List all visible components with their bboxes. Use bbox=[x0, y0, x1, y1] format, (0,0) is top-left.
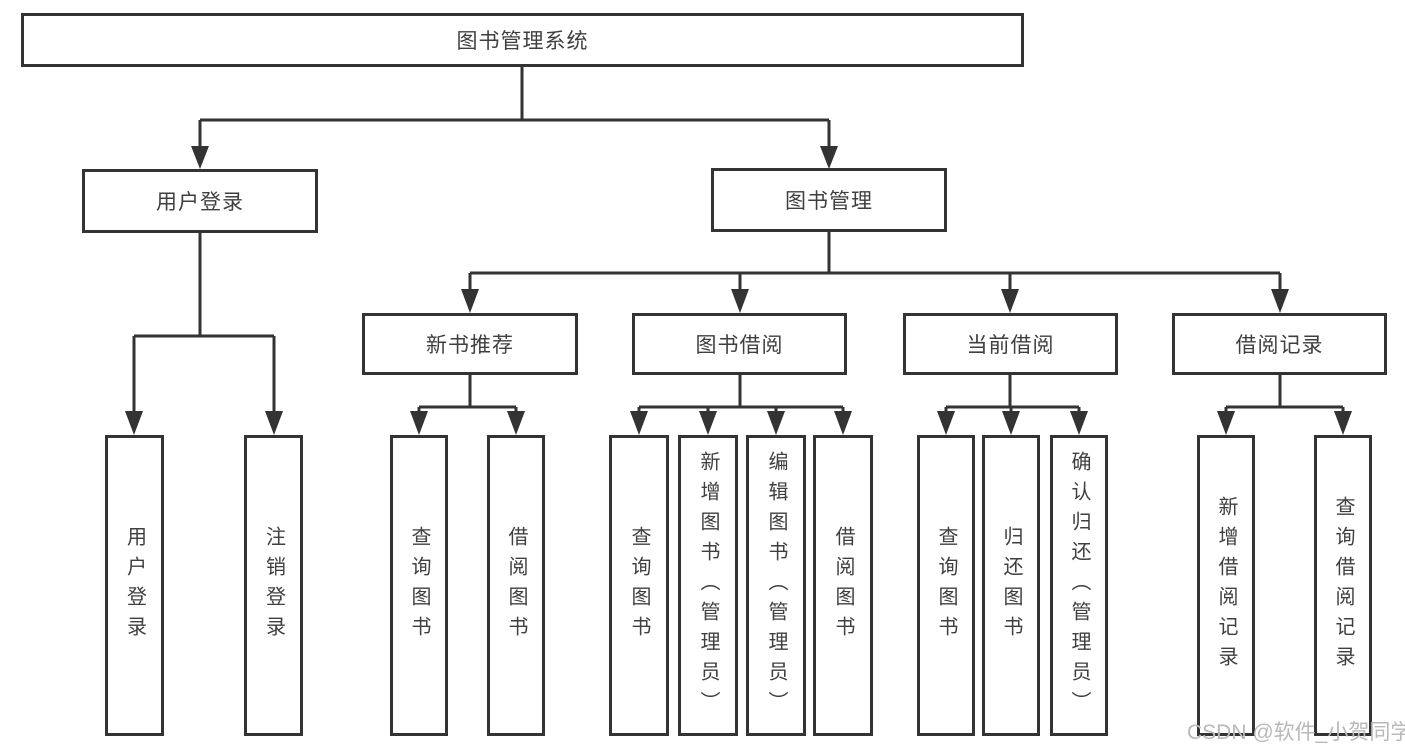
node-user-login: 用户登录 bbox=[82, 169, 318, 233]
node-label: 注销登录 bbox=[262, 525, 285, 646]
node-new-book-recommend: 新书推荐 bbox=[362, 313, 578, 375]
node-label: 查询借阅记录 bbox=[1332, 495, 1354, 676]
leaf-query-books-recommend: 查询图书 bbox=[390, 435, 448, 736]
leaf-logout: 注销登录 bbox=[244, 435, 303, 736]
arrowheads bbox=[125, 146, 1352, 435]
node-label: 编辑图书（管理员） bbox=[765, 450, 787, 721]
csdn-watermark: CSDN @软件_小贺同学 bbox=[1187, 721, 1405, 744]
leaf-user-login: 用户登录 bbox=[105, 435, 164, 736]
leaf-add-books-admin: 新增图书（管理员） bbox=[678, 435, 738, 736]
node-label: 图书管理系统 bbox=[456, 30, 589, 53]
node-label: 新书推荐 bbox=[426, 334, 514, 357]
node-label: 图书管理 bbox=[785, 190, 873, 213]
node-book-borrowing: 图书借阅 bbox=[632, 313, 847, 375]
node-root-system: 图书管理系统 bbox=[21, 13, 1024, 67]
node-label: 图书借阅 bbox=[695, 334, 784, 357]
leaf-query-books-current: 查询图书 bbox=[917, 435, 975, 736]
node-current-borrowing: 当前借阅 bbox=[903, 313, 1118, 375]
node-borrowing-records: 借阅记录 bbox=[1172, 313, 1387, 375]
node-label: 查询图书 bbox=[935, 525, 957, 646]
node-label: 借阅图书 bbox=[832, 525, 854, 646]
node-label: 借阅记录 bbox=[1235, 334, 1324, 357]
node-label: 用户登录 bbox=[123, 525, 146, 646]
node-label: 借阅图书 bbox=[505, 525, 527, 646]
node-label: 用户登录 bbox=[156, 191, 244, 214]
leaf-edit-books-admin: 编辑图书（管理员） bbox=[746, 435, 806, 736]
leaf-borrow-books-recommend: 借阅图书 bbox=[487, 435, 545, 736]
node-label: 查询图书 bbox=[408, 525, 430, 646]
leaf-query-borrow-record: 查询借阅记录 bbox=[1314, 435, 1372, 736]
node-book-management: 图书管理 bbox=[711, 168, 947, 232]
node-label: 归还图书 bbox=[1000, 525, 1022, 646]
leaf-return-books: 归还图书 bbox=[982, 435, 1040, 736]
leaf-query-books-borrowing: 查询图书 bbox=[609, 435, 669, 736]
node-label: 新增图书（管理员） bbox=[697, 450, 719, 721]
node-label: 当前借阅 bbox=[966, 334, 1055, 357]
leaf-add-borrow-record: 新增借阅记录 bbox=[1197, 435, 1255, 736]
leaf-borrow-books: 借阅图书 bbox=[813, 435, 873, 736]
leaf-confirm-return-admin: 确认归还（管理员） bbox=[1050, 435, 1108, 736]
node-label: 新增借阅记录 bbox=[1215, 495, 1237, 676]
node-label: 确认归还（管理员） bbox=[1068, 450, 1090, 721]
node-label: 查询图书 bbox=[628, 525, 650, 646]
